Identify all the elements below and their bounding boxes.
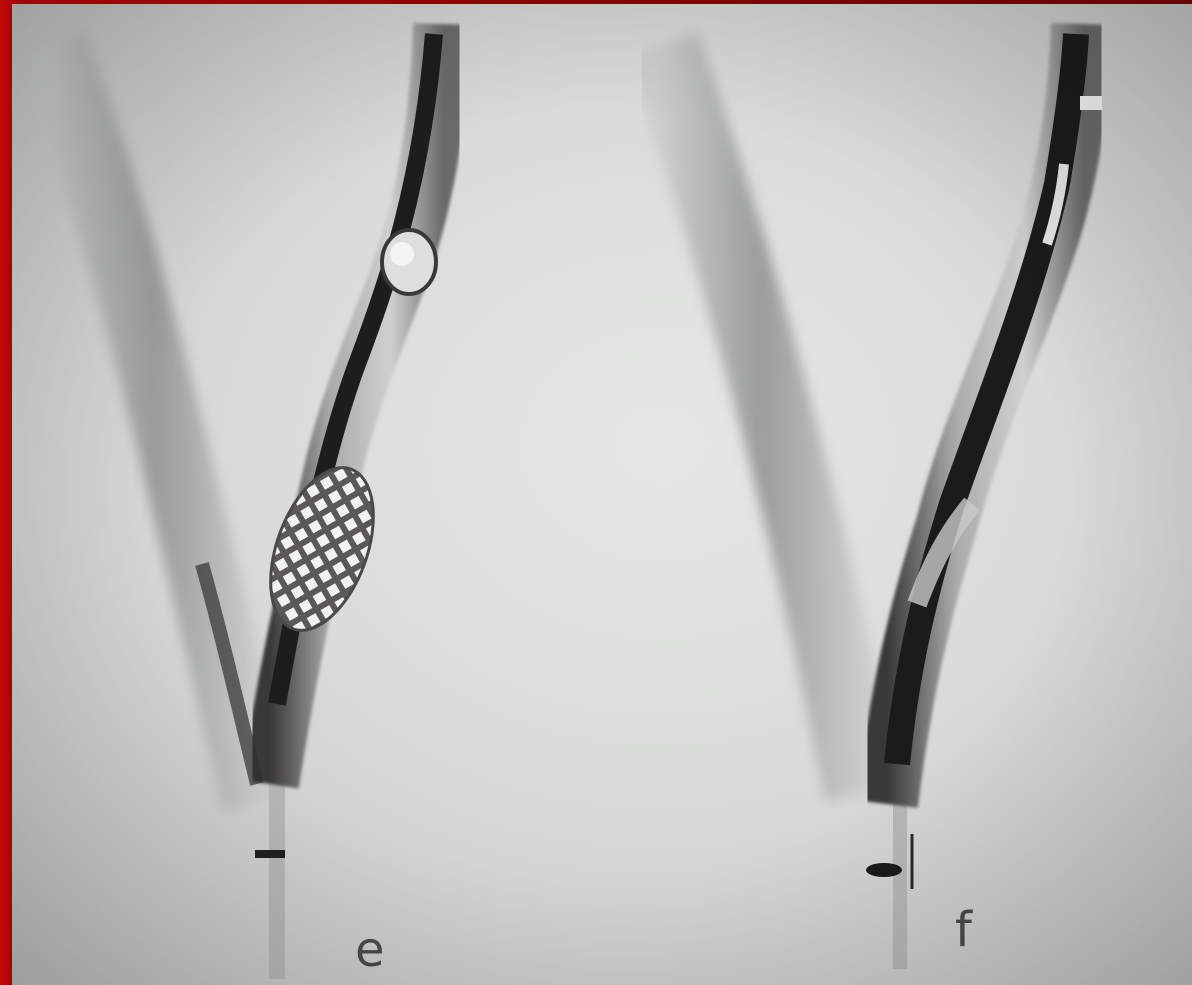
bifurcation-illustration-photo: e f: [12, 4, 1192, 985]
vessel-drawings: [12, 4, 1192, 985]
panel-f-drawing: [662, 24, 1102, 969]
panel-label-f: f: [955, 906, 972, 954]
panel-e-drawing: [52, 24, 442, 979]
panel-label-e: e: [355, 926, 385, 974]
